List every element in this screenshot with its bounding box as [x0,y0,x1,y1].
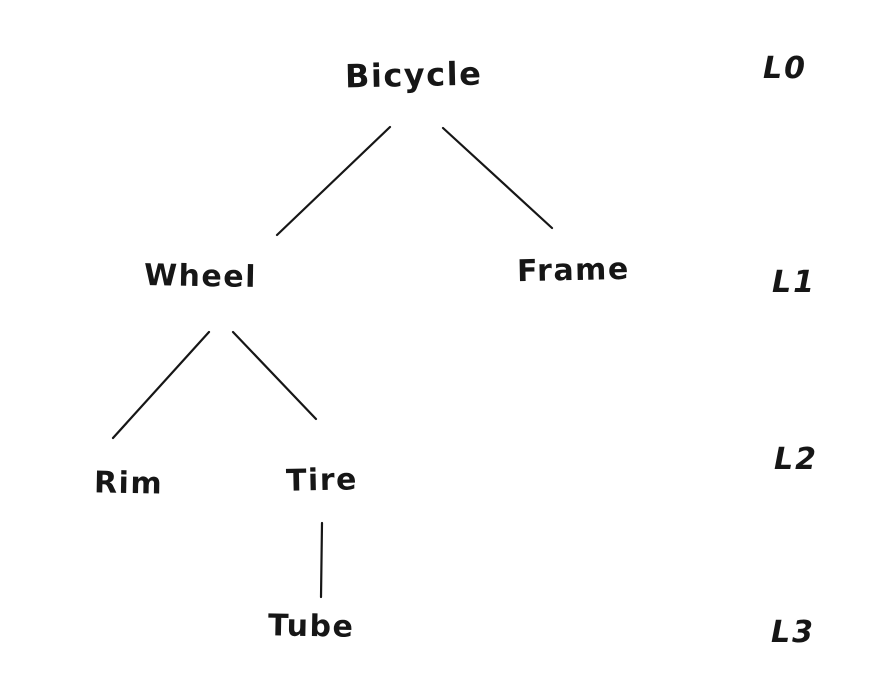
node-frame: Frame [516,251,631,290]
tree-edge-tire-tube [319,521,324,599]
node-wheel: Wheel [143,258,258,295]
node-rim: Rim [93,465,164,502]
node-tire: Tire [285,462,359,499]
level-label-l3: L3 [771,615,815,650]
level-label-l1: L1 [772,265,816,300]
tree-edge-bicycle-frame [441,126,554,230]
tree-edge-wheel-rim [111,330,211,440]
level-label-l2: L2 [774,442,818,477]
node-bicycle: Bicycle [344,54,483,96]
tree-edge-bicycle-wheel [275,125,392,237]
node-tube: Tube [267,608,355,645]
tree-edge-wheel-tire [231,330,318,421]
level-label-l0: L0 [763,51,807,86]
